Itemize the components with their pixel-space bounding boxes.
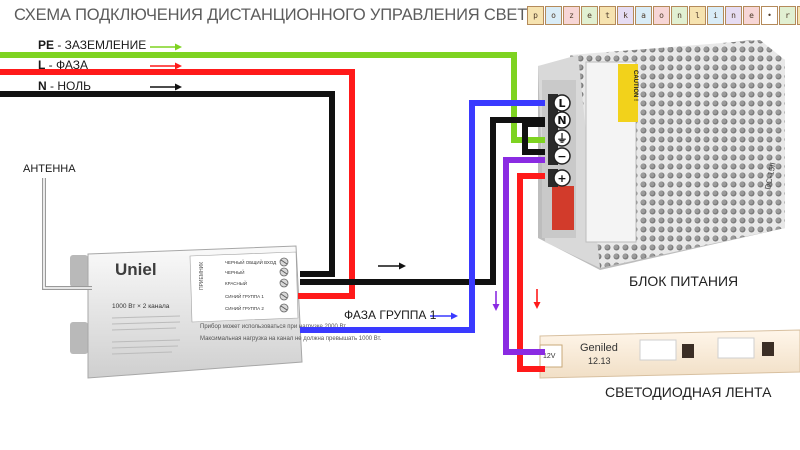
psu-terminal-label: N — [557, 114, 566, 127]
legend-pe-code: PE — [38, 38, 55, 52]
logo-letter: r — [779, 6, 796, 25]
logo-letter: e — [743, 6, 760, 25]
strip-brand: Geniled — [580, 342, 618, 354]
arrow-red-down — [533, 289, 541, 309]
legend-n: N - НОЛЬ — [38, 79, 91, 93]
logo-letter: o — [653, 6, 670, 25]
strip-voltage: 12V — [543, 353, 556, 360]
arrow-n — [150, 83, 182, 91]
psu-terminal-marker — [553, 147, 571, 165]
controller-load-text2: Максимальная нагрузка на канал не должна… — [200, 336, 382, 342]
page-title: СХЕМА ПОДКЛЮЧЕНИЯ ДИСТАНЦИОННОГО УПРАВЛЕ… — [14, 6, 534, 24]
controller-mount-tab — [70, 255, 88, 287]
led-strip: Geniled 12.13 12V — [539, 329, 800, 379]
logo-letter: • — [761, 6, 778, 25]
logo-letter: p — [527, 6, 544, 25]
logo-letter: n — [725, 6, 742, 25]
controller-brand: Uniel — [115, 260, 157, 279]
controller-instruction-lines — [111, 315, 181, 355]
logo-letter: a — [635, 6, 652, 25]
controller-terminal-label: СИНИЙ ГРУППА 1 — [225, 292, 264, 299]
phase-group-label: ФАЗА ГРУППА 1 — [344, 308, 437, 322]
wire-violet-minus — [503, 157, 545, 355]
strip-label: СВЕТОДИОДНАЯ ЛЕНТА — [605, 384, 772, 400]
arrow-l — [150, 62, 182, 70]
controller-rating: 1000 Вт × 2 канала — [112, 303, 170, 310]
led-chip — [639, 339, 677, 361]
wire-black-jumper — [522, 121, 545, 155]
wire-pe-green — [0, 52, 545, 143]
antenna-label: АНТЕННА — [23, 163, 76, 175]
strip-pad — [539, 344, 563, 368]
psu-pcb — [552, 186, 574, 230]
psu-terminal-marker — [553, 129, 571, 147]
legend-l-code: L — [38, 58, 46, 72]
resistor — [682, 344, 694, 358]
psu-terminal-marker — [553, 94, 571, 112]
logo-letter: n — [671, 6, 688, 25]
legend-n-code: N — [38, 79, 47, 93]
controller-side-label: ПРИЕМНИК — [199, 262, 205, 290]
controller-terminals: ЧЕРНЫЙ ОБЩИЙ ВХОД ЧЕРНЫЙ КРАСНЫЙ СИНИЙ ГРУП… — [225, 257, 289, 313]
logo-letter: t — [599, 6, 616, 25]
psu-terminal-screw — [548, 147, 558, 165]
remote-controller: Uniel 1000 Вт × 2 канала Прибор может ис… — [70, 245, 382, 379]
psu-terminal-label: L — [558, 97, 565, 110]
logo-letter: e — [581, 6, 598, 25]
resistor — [762, 342, 774, 356]
arrow-violet-down — [492, 291, 500, 311]
wire-phase-blue — [300, 100, 545, 333]
terminal-label-plate — [189, 251, 299, 323]
arrow-pe — [150, 43, 182, 51]
legend-pe-name: - ЗАЗЕМЛЕНИЕ — [54, 38, 147, 52]
logo-letter: k — [617, 6, 634, 25]
arrow-black-to-psu — [378, 262, 406, 270]
strip-code: 12.13 — [588, 356, 611, 366]
wires — [0, 52, 545, 372]
psu-label: БЛОК ПИТАНИЯ — [629, 273, 739, 289]
wire-n-black-to-psu — [300, 117, 545, 285]
psu-terminal-screw — [548, 94, 558, 112]
controller-terminal-label: ЧЕРНЫЙ — [225, 268, 244, 275]
logo-letter: i — [707, 6, 724, 25]
logo-letter: z — [563, 6, 580, 25]
direction-arrows — [150, 43, 541, 320]
psu-terminal-label: − — [557, 150, 566, 163]
psu-terminal-label: ⏚ — [557, 132, 568, 145]
controller-terminal-label: ЧЕРНЫЙ ОБЩИЙ ВХОД — [225, 258, 276, 265]
power-supply: CAUTION ! DC-15II LN⏚−+ — [538, 40, 785, 270]
psu-terminal-screw — [548, 169, 558, 187]
psu-terminal-marker — [553, 111, 571, 129]
psu-terminal-label: + — [557, 172, 566, 185]
caution-sticker — [618, 64, 638, 122]
legend-pe: PE - ЗАЗЕМЛЕНИЕ — [38, 38, 146, 52]
led-chip — [717, 337, 755, 359]
legend-l: L - ФАЗА — [38, 58, 88, 72]
controller-mount-tab — [70, 322, 88, 354]
caution-text: CAUTION ! — [632, 70, 638, 101]
logo-letter: u — [797, 6, 800, 25]
controller-terminal-label: КРАСНЫЙ — [225, 279, 247, 286]
logo-letter: o — [545, 6, 562, 25]
psu-terminals: LN ⏚ − + — [548, 94, 571, 187]
wire-l-red-input — [0, 69, 355, 299]
antenna-wire-core — [43, 178, 92, 289]
logo-letter: l — [689, 6, 706, 25]
legend-n-name: - НОЛЬ — [46, 79, 91, 93]
legend-l-name: - ФАЗА — [45, 58, 88, 72]
controller-load-text: Прибор может использоваться при нагрузке… — [200, 324, 347, 330]
psu-terminal-marker — [553, 169, 571, 187]
psu-terminal-screw — [548, 129, 558, 147]
wire-red-plus — [517, 173, 545, 372]
wire-n-black-input — [0, 91, 335, 277]
psu-terminal-screw — [548, 111, 558, 129]
controller-terminal-label: СИНИЙ ГРУППА 2 — [225, 304, 264, 311]
arrow-phase-group — [430, 312, 458, 320]
